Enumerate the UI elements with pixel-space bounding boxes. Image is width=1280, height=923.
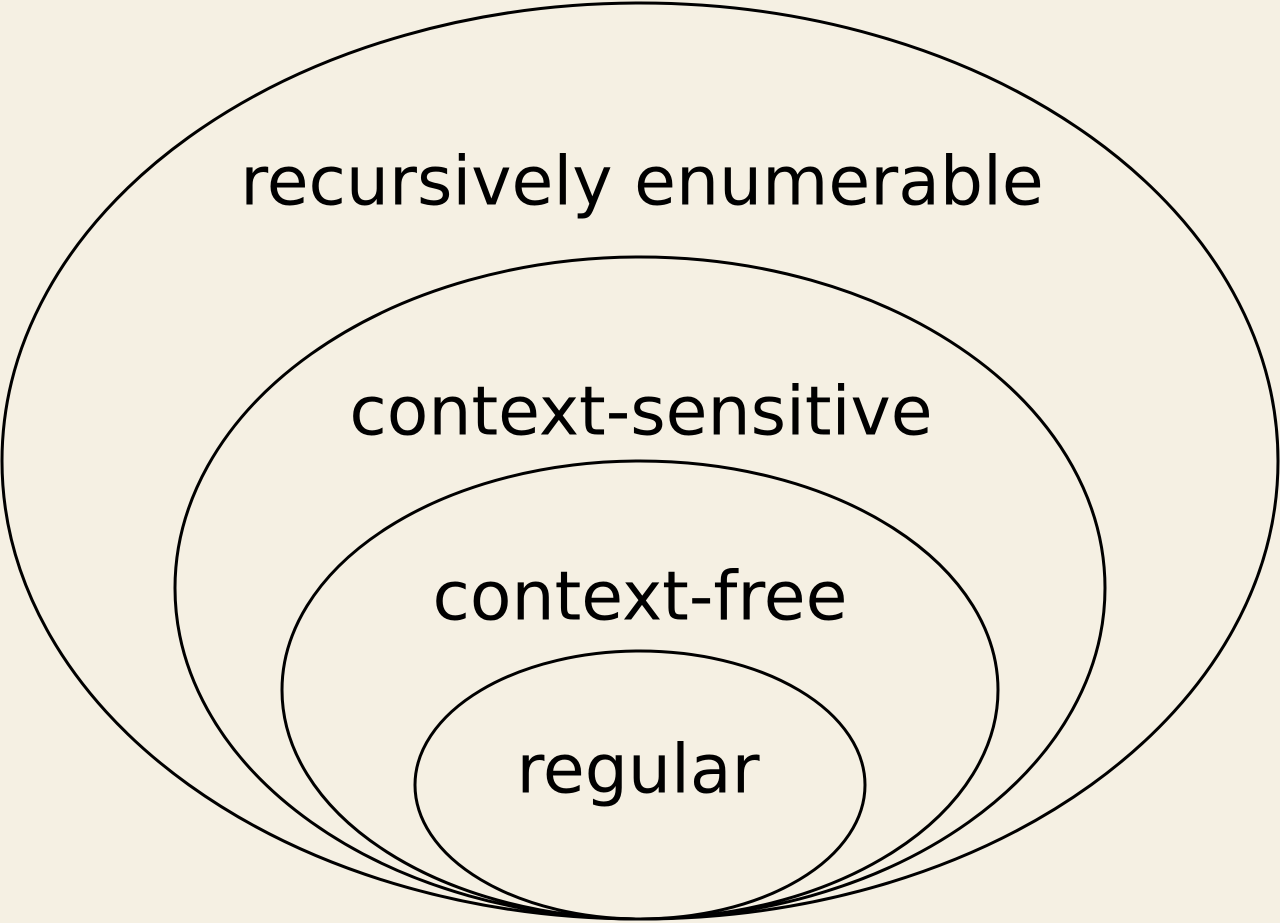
context-sensitive-label: context-sensitive — [349, 373, 932, 452]
regular-label: regular — [516, 731, 759, 810]
context-free-ellipse — [280, 459, 1000, 921]
recursively-enumerable-label: recursively enumerable — [240, 143, 1044, 222]
regular-ellipse — [413, 649, 867, 921]
context-free-label: context-free — [433, 558, 848, 637]
